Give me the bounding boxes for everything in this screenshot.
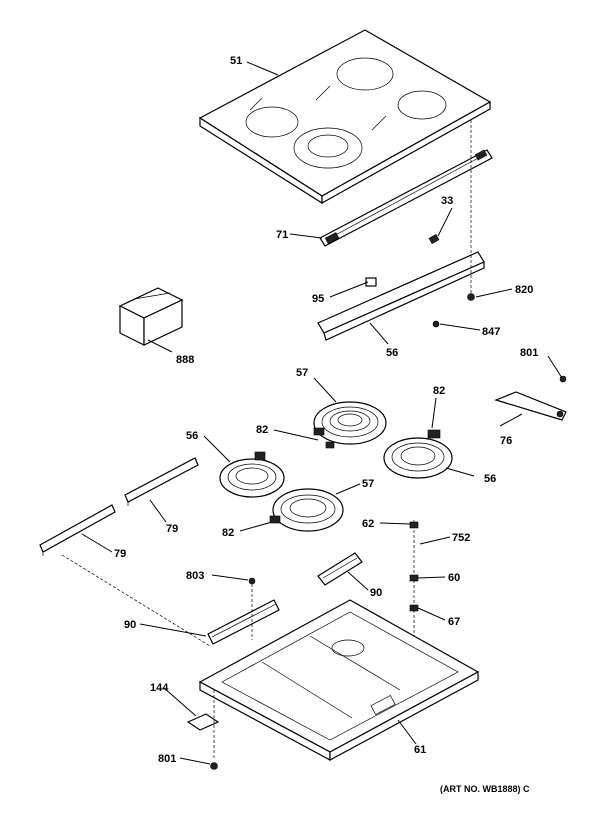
corner-bracket (494, 375, 567, 421)
label-90-center: 90 (370, 587, 382, 599)
glass-cooktop (198, 29, 492, 205)
label-56-right: 56 (484, 473, 496, 485)
label-51: 51 (230, 55, 242, 67)
label-888: 888 (176, 354, 194, 366)
support-bracket (317, 120, 485, 341)
label-801-top: 801 (520, 347, 538, 359)
label-79-lower: 79 (114, 548, 126, 560)
label-82-left: 82 (256, 424, 268, 436)
terminal-block-center (317, 552, 363, 586)
label-847: 847 (482, 326, 500, 338)
bottom-tray (198, 599, 480, 762)
terminal-block-left (207, 577, 280, 645)
surface-unit-right (383, 429, 453, 479)
label-57-rear: 57 (296, 367, 308, 379)
label-62: 62 (362, 518, 374, 530)
label-57-front: 57 (362, 478, 374, 490)
label-56-bracket: 56 (386, 347, 398, 359)
mounting-clip (186, 690, 220, 770)
label-60: 60 (448, 572, 460, 584)
surface-unit-rear (313, 401, 387, 449)
label-820: 820 (515, 284, 533, 296)
junction-box (118, 287, 184, 346)
surface-unit-left (219, 451, 285, 498)
surface-unit-front (269, 488, 344, 532)
label-71: 71 (276, 229, 288, 241)
label-82-right: 82 (433, 385, 445, 397)
label-144: 144 (150, 682, 169, 694)
label-56-left: 56 (186, 430, 198, 442)
label-90-left: 90 (124, 619, 136, 631)
side-trim-lower (39, 504, 211, 647)
label-76: 76 (500, 435, 512, 447)
label-801-bottom: 801 (158, 753, 176, 765)
label-82-front: 82 (222, 527, 234, 539)
leader-lines (81, 61, 563, 765)
label-752: 752 (452, 532, 470, 544)
label-95: 95 (312, 293, 324, 305)
label-33: 33 (441, 195, 453, 207)
label-803: 803 (186, 570, 204, 582)
art-number: (ART NO. WB1888) C (440, 784, 530, 794)
label-67: 67 (448, 616, 460, 628)
control-rail (319, 149, 493, 247)
side-trim-upper (124, 457, 199, 506)
label-79-upper: 79 (166, 523, 178, 535)
label-61: 61 (414, 744, 426, 756)
